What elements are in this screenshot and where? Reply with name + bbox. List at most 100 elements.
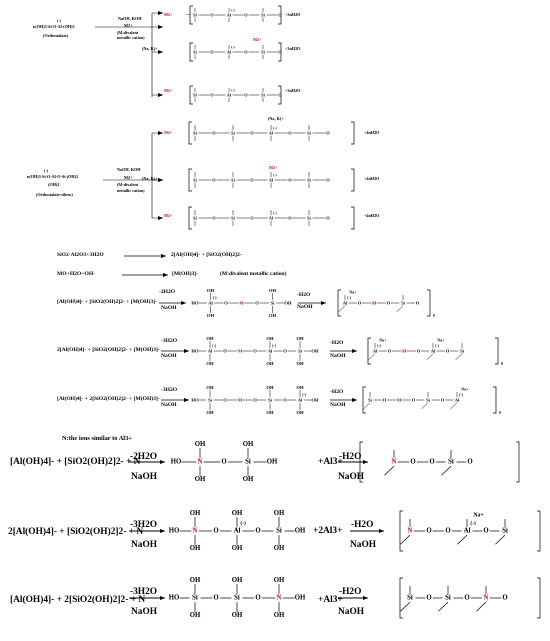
row-step2-bottom: NaOH (350, 540, 377, 550)
arrow-head (352, 349, 357, 353)
substituent-label: OH (269, 288, 277, 293)
atom-label: HO (171, 459, 182, 466)
atom-label: O (383, 398, 387, 403)
atom-label: Si (268, 398, 273, 403)
atom-label: O (412, 398, 416, 403)
substituent-label: OH (190, 545, 201, 552)
row-condition-top: -3H2O (161, 338, 178, 344)
polymer-bracket (351, 206, 355, 230)
charge-label: (-) (435, 344, 439, 348)
condition-metal: M2+ (124, 175, 133, 180)
condition-note2: metallic cation) (117, 35, 145, 40)
reactant-name: (Orthosialate-siloxo) (36, 192, 73, 197)
row-step2-top: -H2O (297, 292, 311, 298)
arrow-head (352, 398, 357, 402)
atom-label: O (212, 216, 216, 221)
polymer-bracket (516, 441, 520, 483)
atom-label: O (288, 131, 292, 136)
condition-base: NaOH, KOH (117, 167, 141, 172)
atom-label: OH (267, 459, 278, 466)
atom-label: M (238, 349, 243, 354)
condition-note: (M:divalent (117, 30, 139, 35)
arrow-head (158, 178, 163, 182)
substituent-label: OH (296, 385, 304, 390)
atom-label: O (283, 349, 287, 354)
atom-label: Si (193, 216, 197, 221)
atom-label: O (210, 93, 214, 98)
atom-label: Al (431, 349, 436, 354)
row-step2-top: -H2O (351, 520, 374, 530)
atom-label: O (388, 349, 392, 354)
atom-label: Al (234, 528, 241, 535)
atom-label: Si (193, 131, 197, 136)
equation-2-reactants: MO+H2O+OH- (57, 271, 96, 277)
equation-2-products: [M(OH)3]- (172, 271, 199, 277)
arrow-head (184, 398, 189, 402)
atom-label: O (410, 459, 415, 466)
water-b: +4nH2O (364, 176, 380, 181)
atom-label: O (212, 131, 216, 136)
atom-label: O (446, 349, 450, 354)
atom-label: Si (368, 398, 373, 403)
atom-label: HO (169, 528, 180, 535)
condition-metal: M2+ (124, 23, 133, 28)
substituent-label: OH (296, 410, 304, 415)
reactant-sub: (OH)2 (48, 182, 60, 187)
row-step2-bottom: NaOH (338, 472, 365, 482)
polymer-subscript: n (501, 361, 504, 366)
atom-label: Si (445, 595, 451, 602)
bond-line (455, 353, 463, 360)
substituent-label: OH (232, 545, 243, 552)
arrow-head (321, 301, 326, 305)
substituent-label: OH (296, 361, 304, 366)
atom-label: O (253, 349, 257, 354)
atom-label: HO (191, 398, 199, 403)
row-reactants: [Al(OH)4]- + [SiO2(OH)2]2- + N (10, 457, 141, 467)
row-reactants: 2[Al(OH)4]- + [SiO2(OH)2]2- + [M(OH)3]- (57, 347, 160, 353)
counter-ion-label: Na+ (379, 338, 387, 342)
atom-label: M (239, 301, 244, 306)
row-condition-bottom: NaOH (161, 402, 177, 408)
polymer-bracket (189, 42, 193, 62)
polymer-bracket (367, 337, 371, 365)
atom-label: Si (234, 595, 240, 602)
atom-label: Al (227, 13, 232, 18)
substituent-label: OH (232, 510, 243, 517)
polymer-subscript: n (433, 313, 436, 318)
atom-label: O (283, 398, 287, 403)
atom-label: Si (426, 398, 431, 403)
atom-label: Al (227, 93, 232, 98)
arrow-head (363, 596, 368, 600)
substituent-label: OH (207, 288, 215, 293)
reactant-name: (Orthosialate) (43, 33, 69, 38)
polymer-bracket (188, 121, 192, 145)
atom-label: O (416, 301, 420, 306)
atom-label: O (288, 216, 292, 221)
atom-label: O (358, 301, 362, 306)
condition-note2: metallic cation) (117, 188, 145, 193)
condition-note: (M:divalent (117, 182, 139, 187)
condition-base: NaOH, KOH (118, 16, 142, 21)
reactant-formula: n(OH)3-Si-O-Al-O-Si-(OH)3 (27, 174, 79, 179)
atom-label: O (221, 459, 226, 466)
atom-label: N (392, 459, 397, 466)
atom-label: HO (169, 595, 180, 602)
atom-label: OH (295, 595, 306, 602)
substituent-label: OH (274, 577, 285, 584)
atom-label: O (224, 301, 228, 306)
charge-label: (-) (273, 211, 277, 215)
substituent-label: OH (266, 361, 274, 366)
charge-label: (-) (470, 520, 476, 527)
bond-line (368, 353, 376, 360)
bond-line (495, 534, 506, 545)
atom-label: Si (193, 50, 197, 55)
atom-label: O (464, 595, 469, 602)
atom-label: Al (227, 50, 232, 55)
polymer-bracket (351, 121, 355, 145)
charge-label: (-) (273, 173, 277, 177)
atom-label: O (244, 13, 248, 18)
row-step2-bottom: NaOH (297, 304, 313, 310)
atom-label: O (223, 349, 227, 354)
polymer-bracket (278, 85, 282, 105)
atom-label: O (288, 178, 292, 183)
